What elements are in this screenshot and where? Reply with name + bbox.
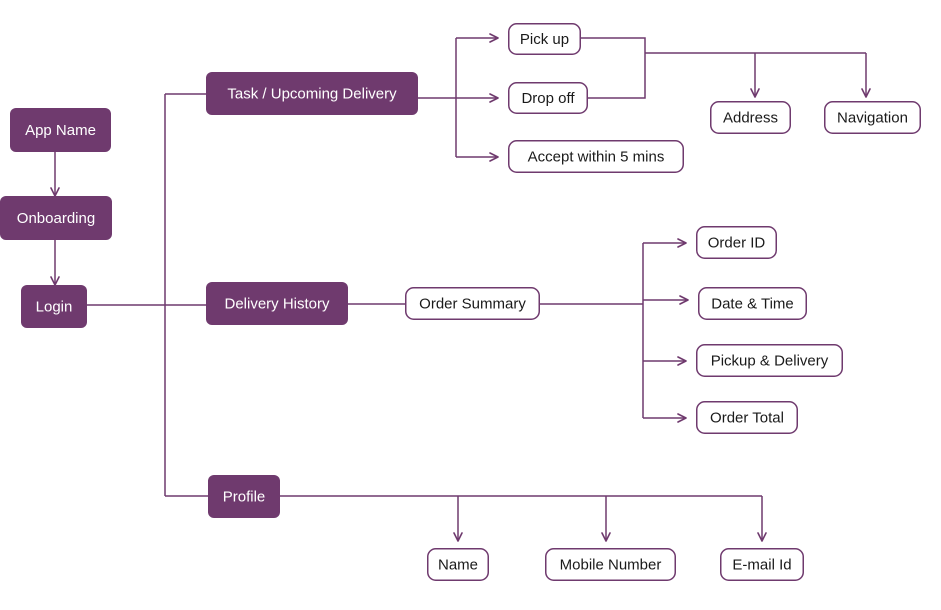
node-login: Login — [21, 285, 87, 328]
node-accept-within-5-mins-box — [508, 140, 684, 173]
node-navigation-box — [824, 101, 921, 134]
connectors — [50, 33, 871, 542]
node-drop-off-label: Drop off — [521, 90, 575, 107]
node-order-id-label: Order ID — [708, 235, 766, 252]
node-mobile-number-box — [545, 548, 676, 581]
node-onboarding-label: Onboarding — [17, 210, 95, 227]
node-delivery-history: Delivery History — [206, 282, 348, 325]
node-profile-box — [208, 475, 280, 518]
node-pick-up-label: Pick up — [520, 31, 569, 48]
node-address: Address — [710, 101, 791, 134]
node-pickup-delivery: Pickup & Delivery — [696, 344, 843, 377]
edge-pick-up-out — [581, 37, 646, 99]
node-email-id-label: E-mail Id — [732, 557, 791, 574]
node-task-upcoming-delivery-box — [206, 72, 418, 115]
node-drop-off: Drop off — [508, 82, 588, 114]
node-name-label: Name — [438, 557, 478, 574]
node-app-name-label: App Name — [25, 122, 96, 139]
node-order-summary-label: Order Summary — [419, 296, 526, 313]
node-profile: Profile — [208, 475, 280, 518]
node-navigation-label: Navigation — [837, 110, 908, 127]
node-task-upcoming-delivery-label: Task / Upcoming Delivery — [227, 86, 397, 103]
node-address-label: Address — [723, 110, 778, 127]
node-order-total: Order Total — [696, 401, 798, 434]
node-drop-off-box — [508, 82, 588, 114]
node-login-box — [21, 285, 87, 328]
node-order-summary: Order Summary — [405, 287, 540, 320]
node-delivery-history-label: Delivery History — [224, 296, 330, 313]
node-login-label: Login — [36, 299, 73, 316]
node-mobile-number-label: Mobile Number — [560, 557, 662, 574]
node-order-summary-box — [405, 287, 540, 320]
node-mobile-number: Mobile Number — [545, 548, 676, 581]
node-name: Name — [427, 548, 489, 581]
node-onboarding: Onboarding — [0, 196, 112, 240]
node-pick-up: Pick up — [508, 23, 581, 55]
node-date-time-box — [698, 287, 807, 320]
node-onboarding-box — [0, 196, 112, 240]
node-pickup-delivery-label: Pickup & Delivery — [711, 353, 829, 370]
node-email-id: E-mail Id — [720, 548, 804, 581]
node-pickup-delivery-box — [696, 344, 843, 377]
node-accept-within-5-mins: Accept within 5 mins — [508, 140, 684, 173]
node-app-name: App Name — [10, 108, 111, 152]
node-pick-up-box — [508, 23, 581, 55]
node-date-time-label: Date & Time — [711, 296, 794, 313]
node-date-time: Date & Time — [698, 287, 807, 320]
node-name-box — [427, 548, 489, 581]
node-task-upcoming-delivery: Task / Upcoming Delivery — [206, 72, 418, 115]
node-order-id: Order ID — [696, 226, 777, 259]
node-email-id-box — [720, 548, 804, 581]
node-order-id-box — [696, 226, 777, 259]
node-app-name-box — [10, 108, 111, 152]
node-order-total-box — [696, 401, 798, 434]
node-profile-label: Profile — [223, 489, 266, 506]
node-address-box — [710, 101, 791, 134]
node-navigation: Navigation — [824, 101, 921, 134]
node-accept-within-5-mins-label: Accept within 5 mins — [528, 149, 665, 166]
node-order-total-label: Order Total — [710, 410, 784, 427]
node-delivery-history-box — [206, 282, 348, 325]
